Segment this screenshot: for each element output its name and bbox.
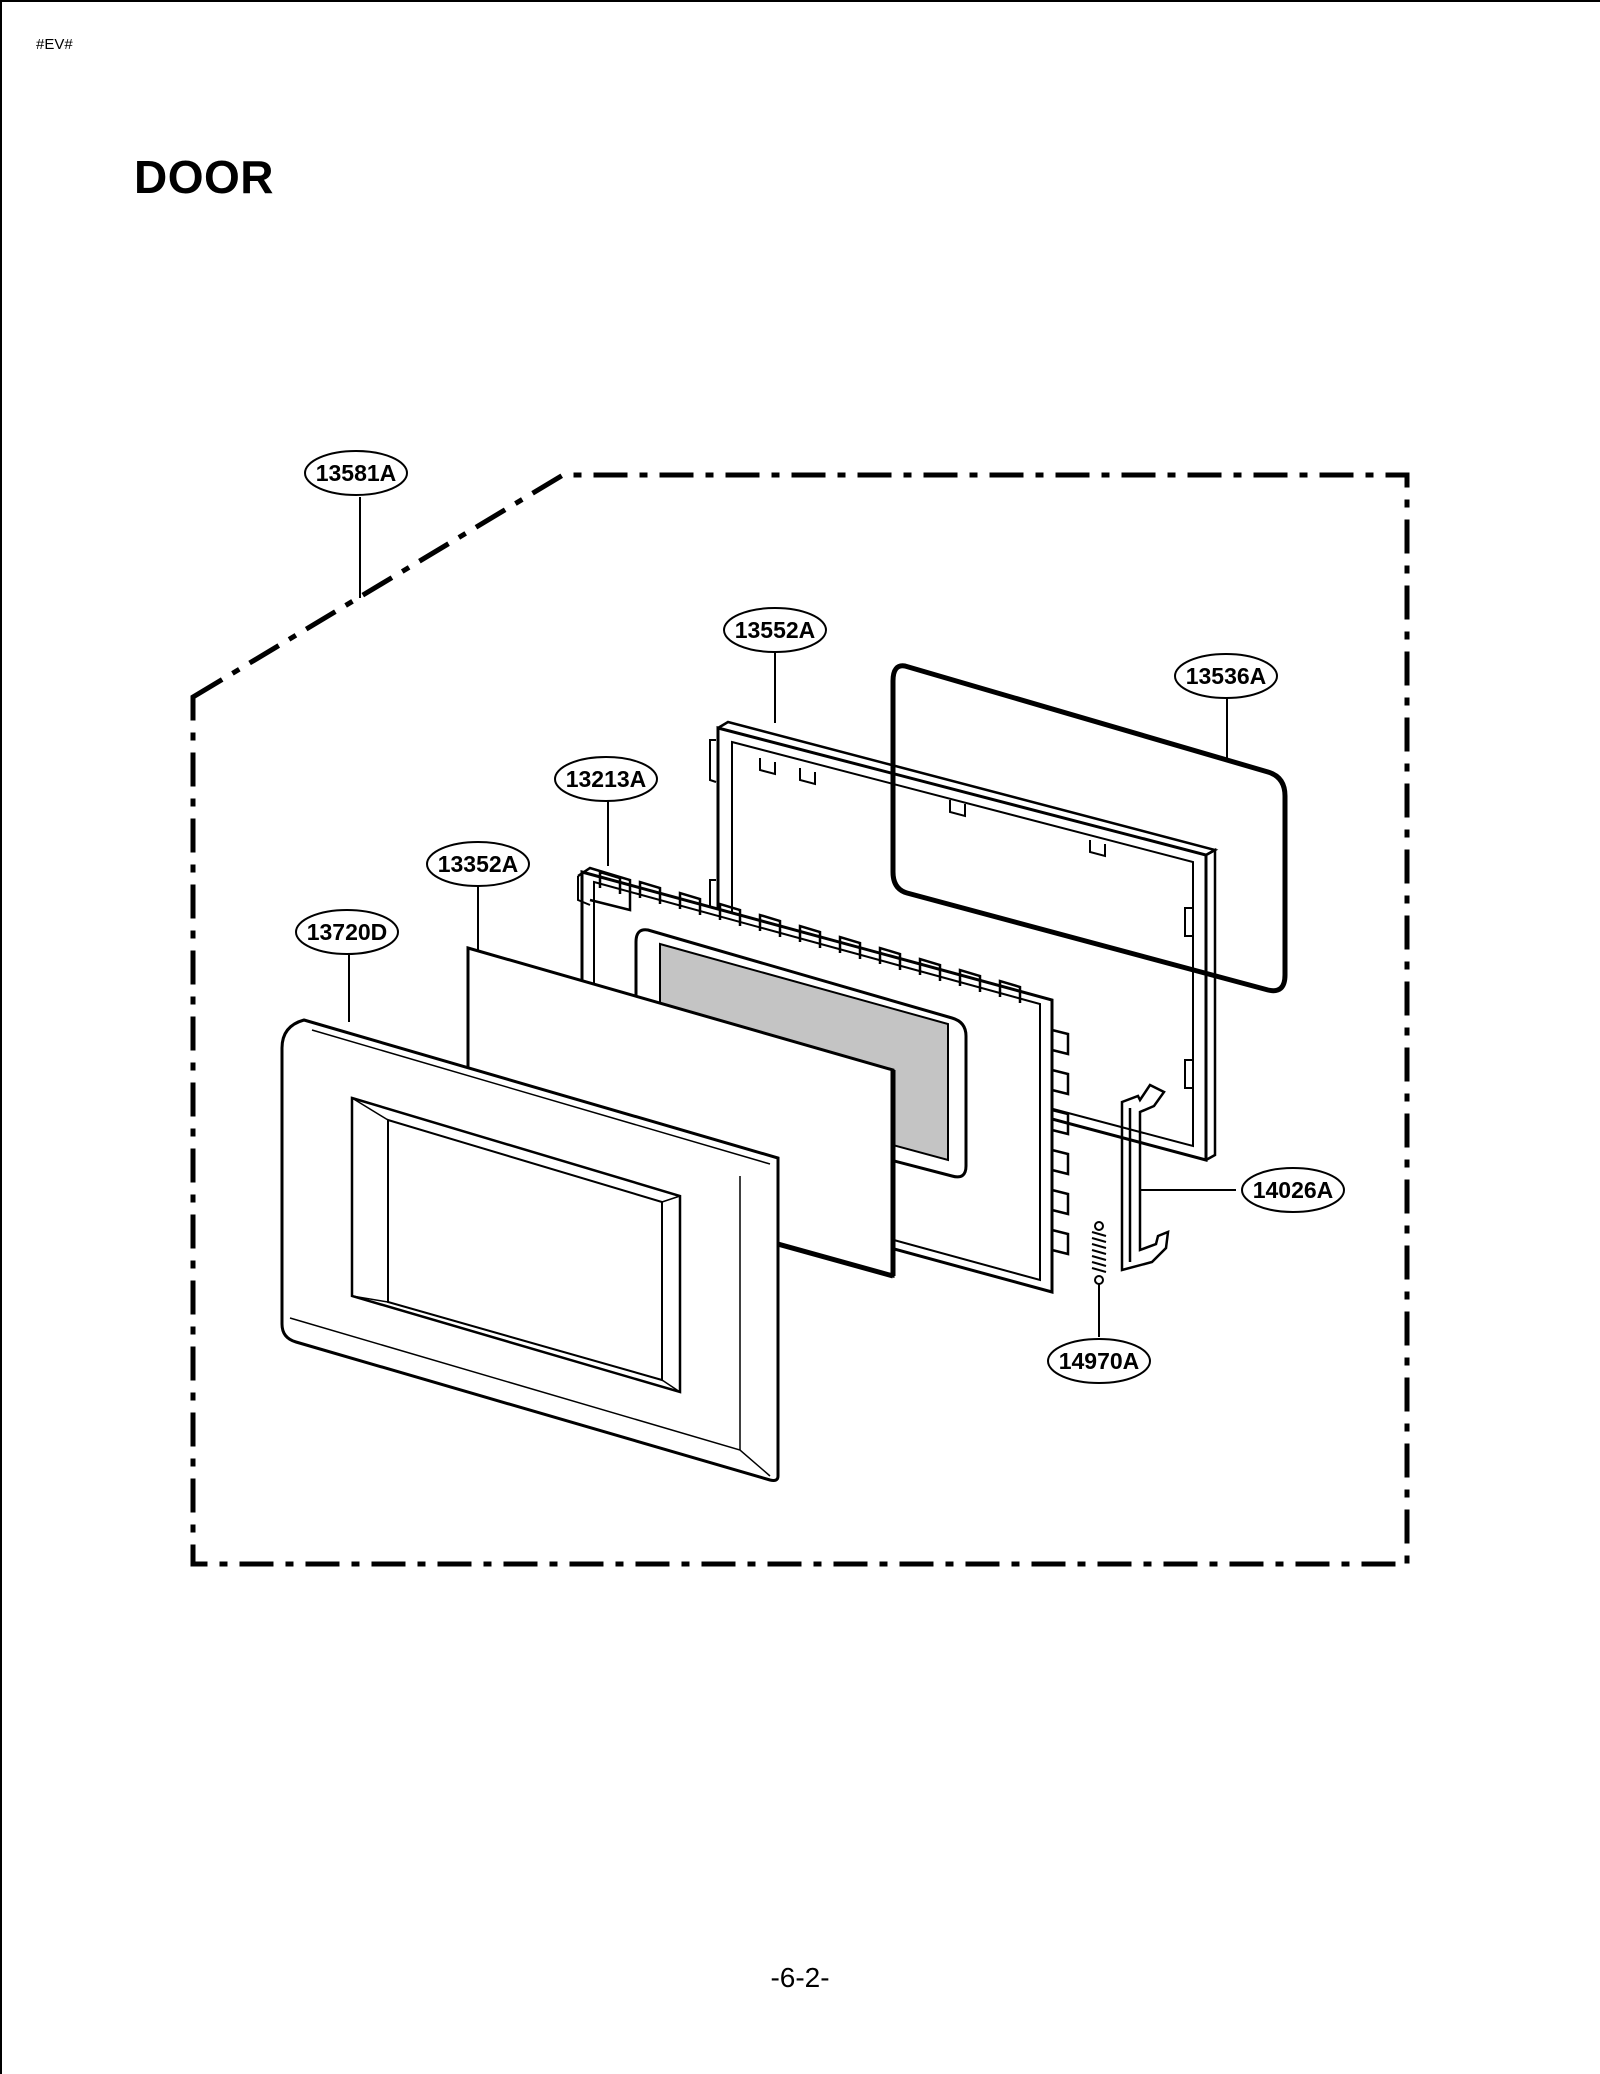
- callout-door-sheet-text: 13352A: [438, 851, 519, 877]
- assembly-boundary: [190, 472, 1410, 1567]
- callout-spring: 14970A: [1047, 1338, 1151, 1384]
- latch-part: [1120, 1083, 1170, 1272]
- callout-choke-cover: 13552A: [723, 607, 827, 653]
- callout-door-front: 13720D: [295, 909, 399, 955]
- callout-door-sheet: 13352A: [426, 841, 530, 887]
- callout-door-frame-text: 13213A: [566, 766, 647, 792]
- spring-part: [1091, 1221, 1107, 1285]
- page-number: -6-2-: [770, 1962, 830, 1993]
- page-border-left: [0, 0, 2, 2074]
- document-code: #EV#: [36, 36, 73, 53]
- callout-latch: 14026A: [1241, 1167, 1345, 1213]
- callout-latch-text: 14026A: [1253, 1177, 1334, 1203]
- callout-spring-text: 14970A: [1059, 1348, 1140, 1374]
- callout-door-frame: 13213A: [554, 756, 658, 802]
- callout-door-front-text: 13720D: [307, 919, 388, 945]
- door-screen-part: [890, 663, 1288, 994]
- callout-choke-cover-text: 13552A: [735, 617, 816, 643]
- page-border-top: [0, 0, 1600, 2]
- callout-assembly: 13581A: [304, 450, 408, 496]
- page-title: DOOR: [134, 151, 274, 203]
- leader-lines: [348, 497, 1236, 1337]
- door-front-part: [280, 1018, 780, 1482]
- callout-door-screen: 13536A: [1174, 653, 1278, 699]
- callout-assembly-text: 13581A: [316, 460, 397, 486]
- callout-door-screen-text: 13536A: [1186, 663, 1267, 689]
